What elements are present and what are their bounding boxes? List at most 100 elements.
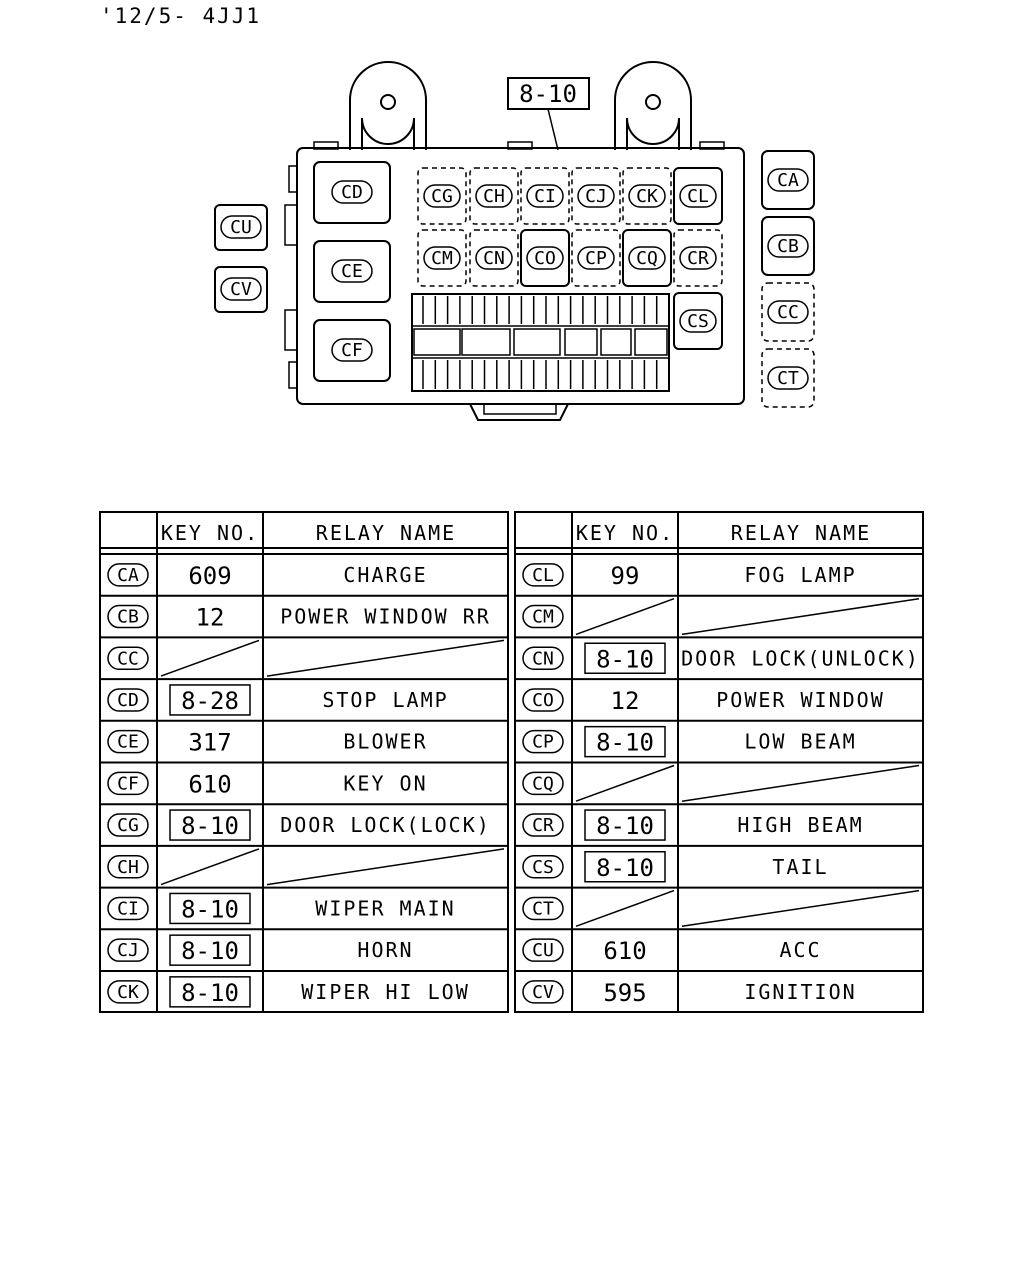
code-label: CV [230, 279, 252, 300]
row-code-cr: CR [522, 813, 564, 837]
key-no: 595 [603, 979, 646, 1007]
row-code-cl: CL [522, 563, 564, 587]
connector-box [214, 266, 268, 313]
code-label: CK [636, 186, 658, 207]
code-label: CG [117, 815, 139, 836]
relay-slot [520, 167, 570, 225]
code-label: CT [777, 368, 799, 389]
row-code-ct: CT [522, 896, 564, 921]
key-no: 610 [188, 770, 231, 798]
connector-code-cv: CV [220, 277, 262, 301]
callout-8-10: 8-10 [507, 77, 590, 151]
relay-slot-large [313, 161, 391, 224]
key-box [169, 684, 251, 716]
empty-slash [266, 848, 505, 886]
header-relay-name-left: RELAY NAME [316, 521, 456, 545]
relay-name: POWER WINDOW RR [280, 605, 491, 629]
table-row: CH [100, 844, 508, 886]
connector-box [761, 150, 815, 210]
key-no: 99 [611, 562, 640, 590]
relay-slot [520, 229, 570, 287]
code-label: CN [532, 648, 554, 669]
code-label: CE [117, 732, 139, 753]
key-box [584, 851, 666, 883]
connector-code-cb: CB [767, 234, 809, 258]
connector-code-ct: CT [767, 366, 809, 390]
code-label: CD [341, 182, 363, 203]
relay-slot-large [313, 319, 391, 382]
relay-code-ck: CK [628, 184, 666, 208]
row-code-co: CO [522, 688, 564, 712]
relay-code-cg: CG [423, 184, 461, 208]
relay-name: DOOR LOCK(UNLOCK) [681, 646, 920, 670]
relay-code-cl: CL [679, 184, 717, 208]
relay-code-cn: CN [475, 246, 513, 270]
empty-slash [575, 889, 675, 928]
relay-code-co: CO [526, 246, 564, 270]
code-label: CM [532, 607, 554, 628]
row-code-cv: CV [522, 980, 564, 1004]
code-label: CU [532, 940, 554, 961]
code-label: CV [532, 982, 554, 1003]
code-label: CC [117, 648, 139, 669]
relay-name: KEY ON [343, 771, 427, 795]
row-code-cu: CU [522, 938, 564, 962]
code-label: CL [532, 565, 554, 586]
empty-slash [681, 597, 920, 636]
relay-slot [571, 229, 621, 287]
table-row: CE 317 BLOWER [100, 719, 508, 757]
row-code-ci: CI [107, 896, 149, 921]
key-no: 8-10 [596, 645, 654, 673]
code-label: CT [532, 898, 554, 919]
key-no: 8-10 [181, 937, 239, 965]
relay-code-cs: CS [679, 309, 717, 333]
key-no: 610 [603, 937, 646, 965]
bottom-connector [469, 403, 569, 421]
relay-name: STOP LAMP [322, 688, 448, 712]
code-label: CR [532, 815, 554, 836]
relay-name: DOOR LOCK(LOCK) [280, 813, 491, 837]
code-label: CS [532, 857, 554, 878]
row-code-cq: CQ [522, 771, 564, 796]
relay-name: HIGH BEAM [737, 813, 863, 837]
empty-slash [160, 848, 260, 886]
code-label: CO [532, 690, 554, 711]
row-code-ch: CH [107, 855, 149, 879]
key-no: 317 [188, 729, 231, 757]
connector-box [214, 204, 268, 251]
code-label: CL [687, 186, 709, 207]
code-label: CC [777, 302, 799, 323]
key-no: 8-10 [181, 895, 239, 923]
relay-name: WIPER MAIN [315, 896, 455, 920]
code-label: CK [117, 982, 139, 1003]
relay-slot [673, 229, 723, 287]
code-label: CJ [117, 940, 139, 961]
empty-slash [575, 597, 675, 636]
relay-code-cm: CM [423, 246, 461, 270]
relay-name: BLOWER [343, 730, 427, 754]
empty-slash [681, 889, 920, 928]
key-box [584, 809, 666, 841]
code-label: CI [117, 898, 139, 919]
key-box [584, 642, 666, 674]
relay-name: WIPER HI LOW [301, 980, 470, 1004]
code-label: CM [431, 248, 453, 269]
relay-slot [571, 167, 621, 225]
row-code-cb: CB [107, 604, 149, 629]
code-label: CU [230, 217, 252, 238]
connector-code-ca: CA [767, 168, 809, 192]
relay-name: LOW BEAM [744, 730, 856, 754]
key-no: 609 [188, 562, 231, 590]
row-code-cc: CC [107, 646, 149, 670]
relay-code-cj: CJ [577, 184, 615, 208]
